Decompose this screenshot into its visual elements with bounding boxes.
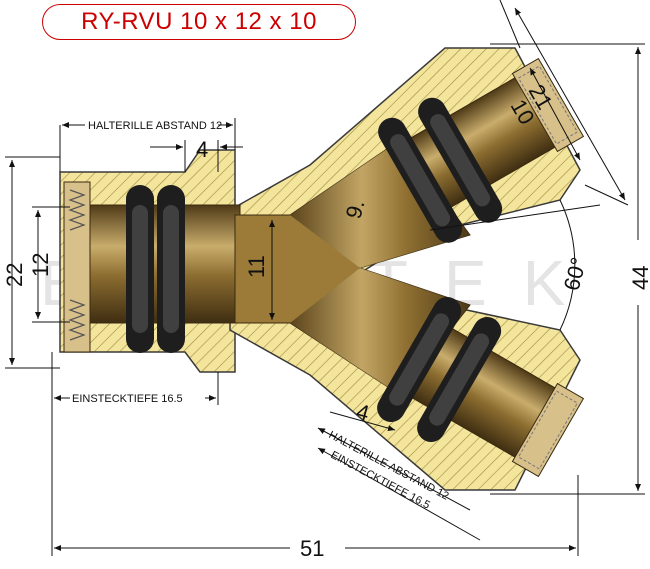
lower-o-rings xyxy=(377,297,502,442)
dim-inner-diameter: 12 xyxy=(28,253,53,277)
title-badge: RY-RVU 10 x 12 x 10 xyxy=(42,4,356,40)
left-o-rings xyxy=(126,185,185,353)
dim-groove-left: 4 xyxy=(196,137,208,162)
upper-o-rings xyxy=(378,97,503,243)
central-bore xyxy=(69,139,471,396)
dim-outer-diameter: 22 xyxy=(2,263,27,287)
label-groove-distance-left: HALTERILLE ABSTAND 12 xyxy=(88,120,222,132)
dimension-lines xyxy=(5,0,645,556)
product-title: RY-RVU 10 x 12 x 10 xyxy=(81,8,317,35)
dim-total-height: 44 xyxy=(628,266,650,290)
label-insertion-depth-left: EINSTECKTIEFE 16.5 xyxy=(72,393,183,405)
dim-total-length: 51 xyxy=(300,536,324,561)
left-clamp-ring xyxy=(63,181,91,353)
dim-body-bore: 11 xyxy=(244,255,269,278)
